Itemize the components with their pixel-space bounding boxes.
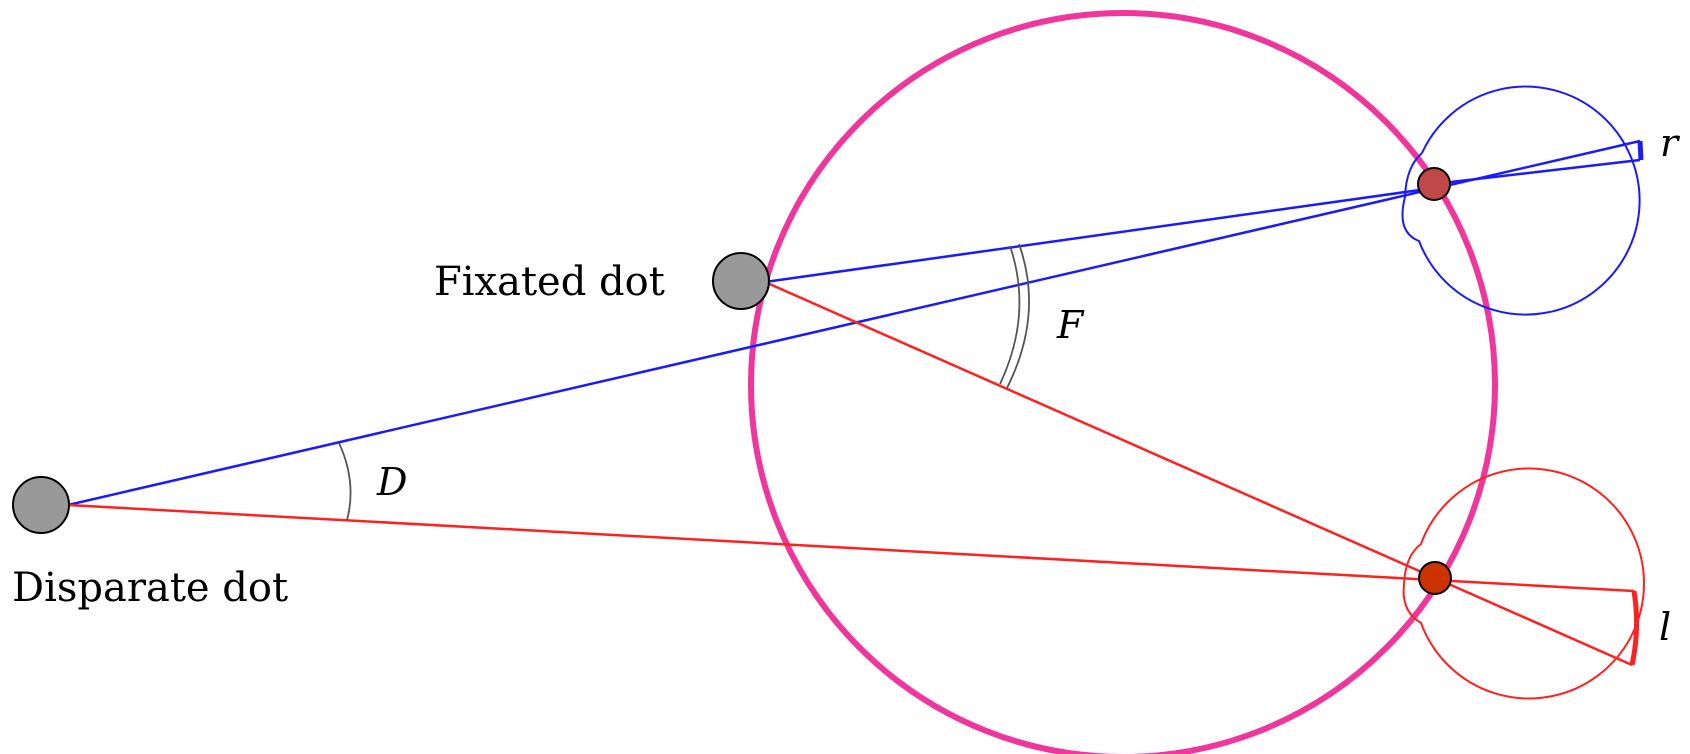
angle-d-arc — [338, 442, 352, 521]
fixated-dot — [712, 252, 770, 310]
vieth-muller-circle — [748, 10, 1498, 754]
left-eye-disparate-line — [67, 503, 1635, 593]
right-eye-label: r — [1660, 121, 1679, 165]
right-eye-disparate-line — [67, 139, 1641, 507]
angle-f-label: F — [1057, 303, 1084, 347]
angle-f-arc-inner — [999, 245, 1021, 385]
right-eye-outline — [1401, 85, 1641, 316]
angle-d-label: D — [377, 460, 408, 504]
left-eye-label: l — [1659, 605, 1672, 649]
left-retina-image-segment — [1629, 590, 1640, 666]
disparate-dot — [12, 476, 70, 534]
left-eye-outline — [1402, 467, 1646, 700]
right-retina-image-segment — [1637, 140, 1644, 161]
angle-f-arc-outer — [1006, 243, 1030, 389]
right-eye-fixation-line — [764, 186, 1435, 284]
right-eye-node — [1417, 167, 1451, 201]
left-eye-node — [1418, 561, 1452, 595]
fixated-dot-label: Fixated dot — [434, 259, 665, 305]
right-eye-retina-fixation-ray — [1433, 158, 1641, 186]
disparate-dot-label: Disparate dot — [12, 565, 289, 611]
left-eye-fixation-line — [764, 280, 1633, 667]
